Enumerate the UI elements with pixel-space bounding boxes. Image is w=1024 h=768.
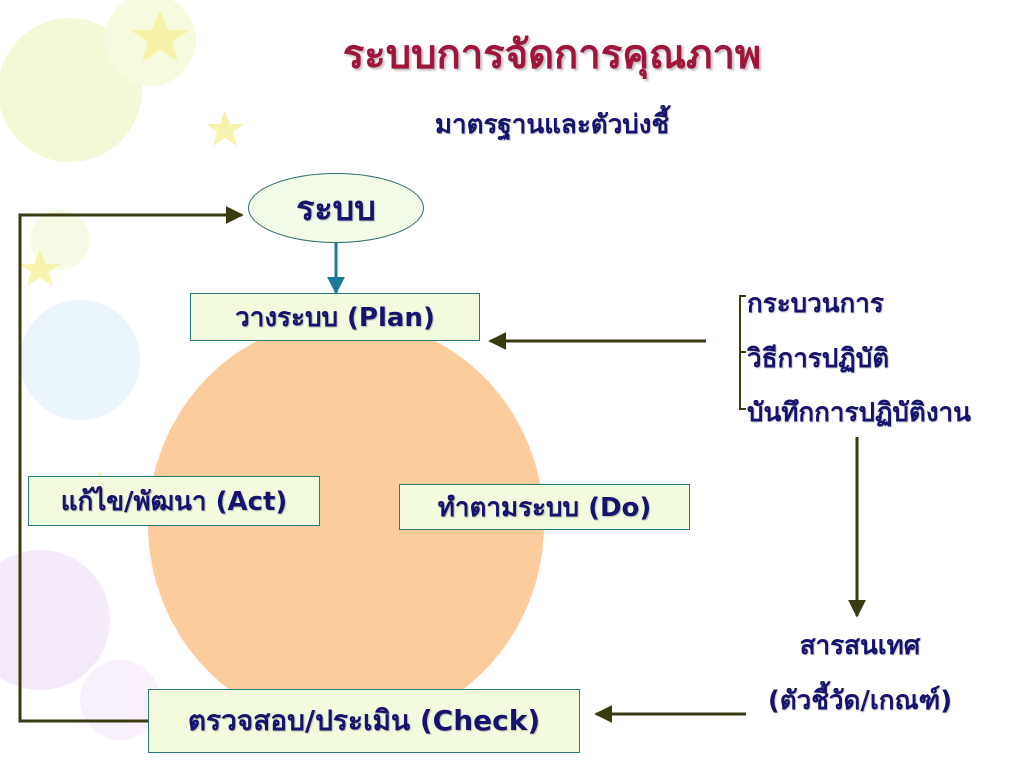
page-subtitle: มาตรฐานและตัวบ่งชี้ [434,110,670,140]
input-item-method: วิธีการปฏิบัติ [747,344,890,374]
pdca-cycle-ellipse [148,319,544,729]
feedback-loop-arrow [18,206,244,723]
page-title: ระบบการจัดการคุณภาพ [342,32,762,78]
do-box: ทำตามระบบ (Do) [399,484,690,530]
balloon-purple-decoration [0,550,110,690]
information-detail: (ตัวชี้วัด/เกณฑ์) [767,686,953,716]
inputs-bracket [739,295,746,410]
check-box: ตรวจสอบ/ประเมิน (Check) [148,689,580,753]
input-item-record: บันทึกการปฏิบัติงาน [747,398,971,428]
act-box: แก้ไข/พัฒนา (Act) [28,476,320,526]
plan-box: วางระบบ (Plan) [190,293,480,341]
system-node: ระบบ [248,173,424,243]
information-label: สารสนเทศ [799,631,921,661]
input-item-process: กระบวนการ [747,289,884,319]
